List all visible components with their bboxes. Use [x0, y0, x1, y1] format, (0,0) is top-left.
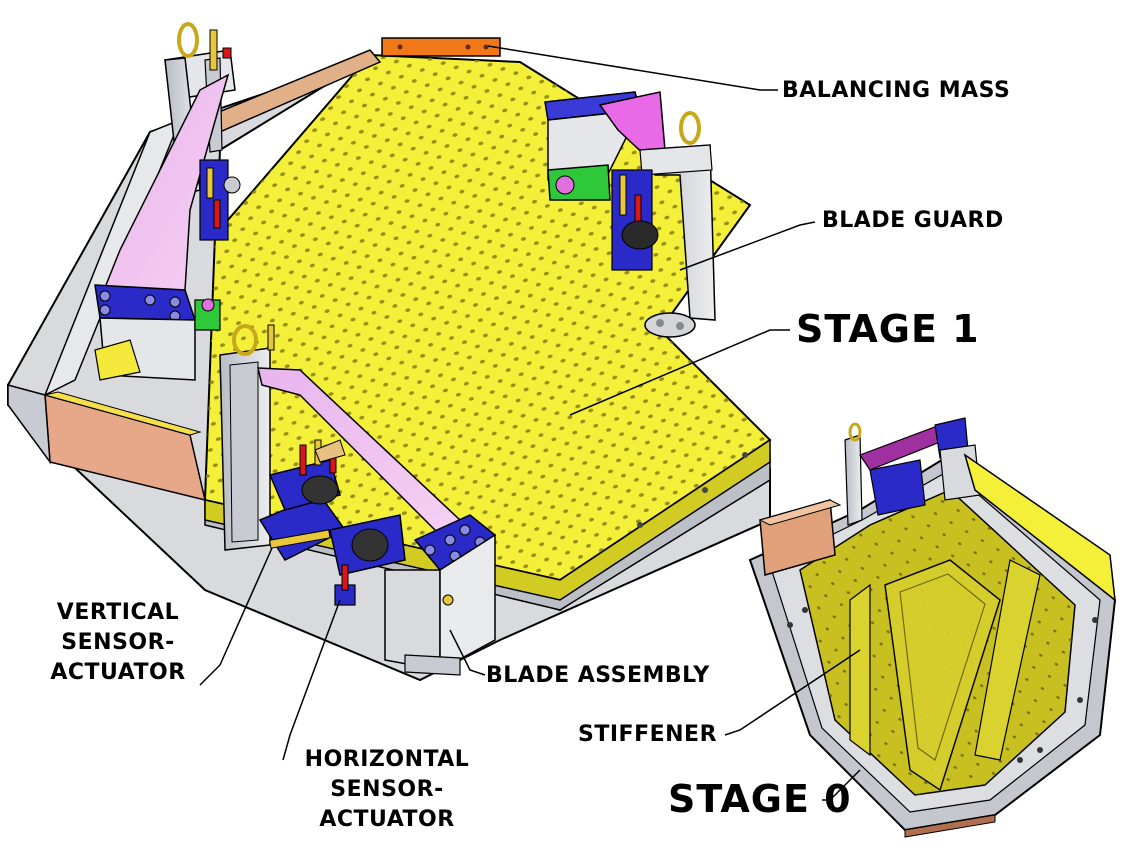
leader-stiffener	[724, 649, 861, 736]
blade-assembly-left	[94, 22, 241, 381]
leader-vertical	[199, 547, 273, 686]
label-blade-assembly: BLADE ASSEMBLY	[486, 663, 710, 688]
label-stage1: STAGE 1	[796, 307, 980, 351]
leader-blade-assembly	[449, 629, 486, 676]
label-stage0: STAGE 0	[668, 777, 852, 821]
left-beam	[43, 118, 182, 397]
blade-assembly-front	[219, 324, 497, 676]
leader-blade-guard	[679, 221, 816, 271]
leader-lines	[199, 45, 861, 801]
leader-stage1	[569, 329, 790, 416]
label-horizontal-line2: SENSOR-	[330, 777, 444, 802]
label-horizontal-line3: ACTUATOR	[319, 807, 455, 832]
label-horizontal-line1: HORIZONTAL	[304, 747, 470, 772]
label-horizontal-sensor-actuator: HORIZONTAL SENSOR- ACTUATOR	[282, 745, 492, 835]
leader-horizontal	[282, 599, 341, 761]
label-stiffener: STIFFENER	[578, 722, 718, 747]
leader-stage0	[822, 769, 861, 801]
label-vertical-sensor-actuator: VERTICAL SENSOR- ACTUATOR	[18, 598, 218, 688]
balancing-mass	[381, 37, 501, 57]
label-vertical-line2: SENSOR-	[61, 630, 175, 655]
stage1-assembly	[7, 22, 772, 682]
stage0-assembly	[748, 417, 1117, 838]
leader-balancing-mass	[487, 45, 778, 91]
label-balancing-mass: BALANCING MASS	[782, 78, 1011, 103]
label-vertical-line1: VERTICAL	[56, 600, 180, 625]
label-vertical-line3: ACTUATOR	[50, 660, 186, 685]
blade-assembly-right	[544, 91, 716, 338]
label-blade-guard: BLADE GUARD	[822, 208, 1004, 233]
stiffener	[884, 559, 1001, 792]
